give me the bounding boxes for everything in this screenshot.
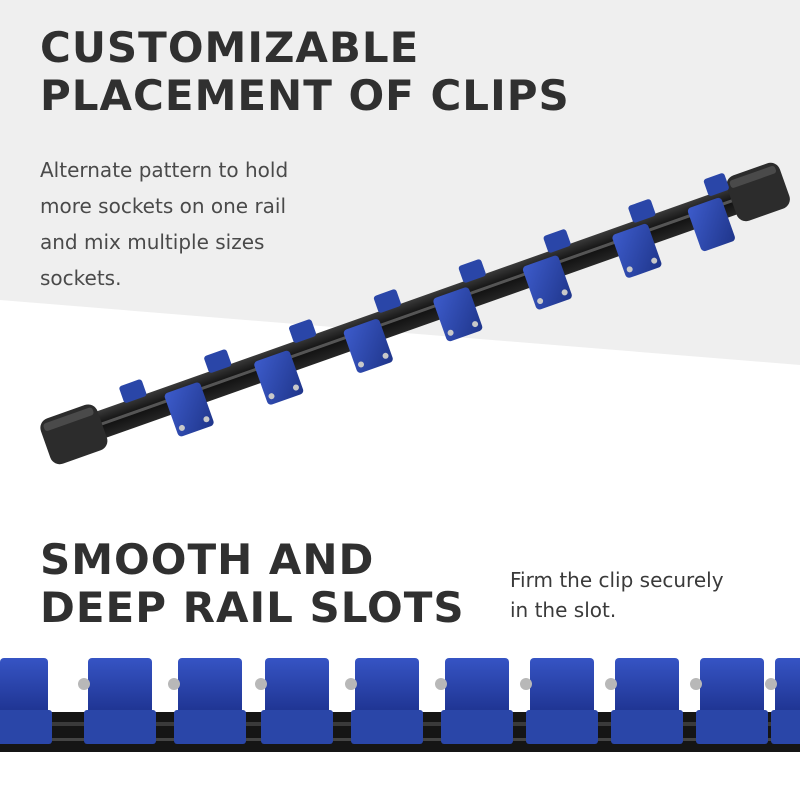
description-line: Firm the clip securely — [510, 568, 724, 592]
description-line: and mix multiple sizes — [40, 230, 265, 254]
rail-clip — [690, 658, 768, 744]
headline-line: PLACEMENT OF CLIPS — [40, 71, 570, 120]
description-line: Alternate pattern to hold — [40, 158, 289, 182]
rail-clip — [78, 658, 156, 744]
headline-smooth-deep-slots: SMOOTH AND DEEP RAIL SLOTS — [40, 536, 465, 632]
headline-line: SMOOTH AND — [40, 535, 375, 584]
headline-customizable-placement: CUSTOMIZABLE PLACEMENT OF CLIPS — [40, 24, 570, 120]
headline-line: DEEP RAIL SLOTS — [40, 583, 465, 632]
description-firm-clip: Firm the clip securely in the slot. — [510, 565, 724, 625]
description-line: more sockets on one rail — [40, 194, 287, 218]
description-line: sockets. — [40, 266, 122, 290]
rail-clip — [345, 658, 423, 744]
rail-clip — [168, 658, 246, 744]
rail-clip — [255, 658, 333, 744]
rail-clip — [765, 658, 800, 744]
rail-clip — [435, 658, 513, 744]
rail-clip — [520, 658, 598, 744]
rail-clip — [605, 658, 683, 744]
description-line: in the slot. — [510, 598, 617, 622]
headline-line: CUSTOMIZABLE — [40, 23, 420, 72]
rail-clip — [0, 658, 52, 744]
description-alternate-pattern: Alternate pattern to hold more sockets o… — [40, 152, 288, 296]
